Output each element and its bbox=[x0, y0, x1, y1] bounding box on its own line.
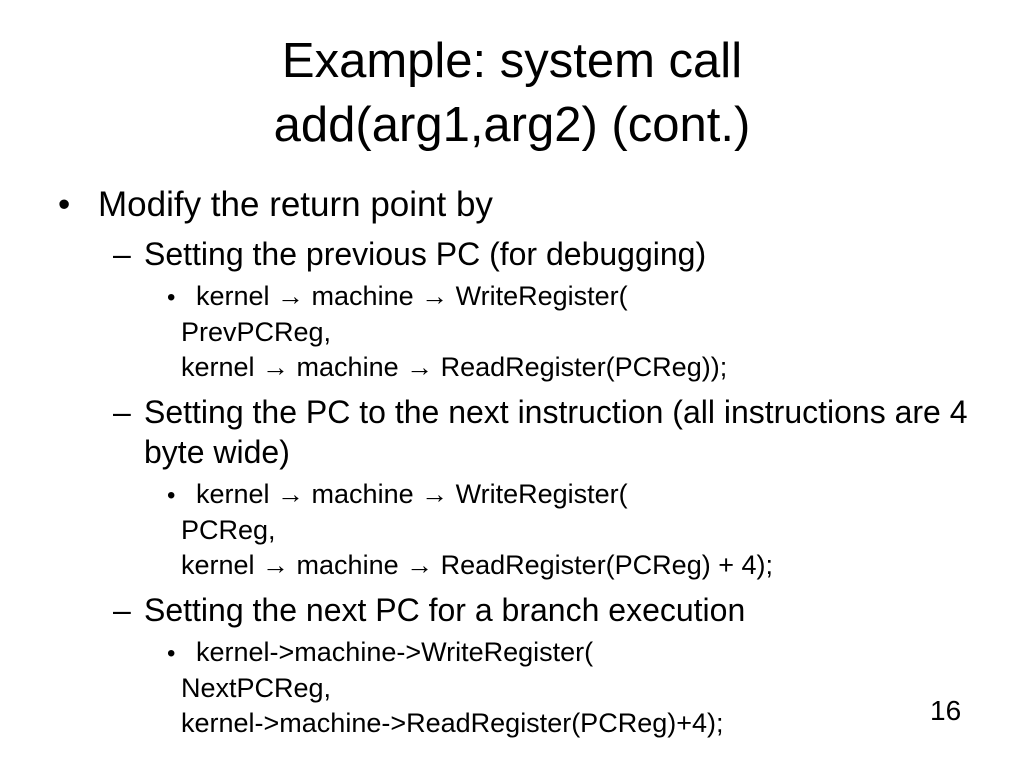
bullet-text: Setting the PC to the next instruction (… bbox=[144, 394, 968, 471]
page-number: 16 bbox=[930, 695, 962, 726]
bullet-text: kernel → machine → ReadRegister(PCReg)); bbox=[181, 352, 728, 383]
bullet-continuation-line: PCReg, bbox=[0, 513, 1024, 548]
dot-bullet-marker: • bbox=[167, 482, 176, 510]
dash-bullet-marker: – bbox=[113, 592, 131, 629]
dot-bullet-marker: • bbox=[167, 284, 176, 312]
bullet-text: Setting the previous PC (for debugging) bbox=[144, 236, 707, 273]
title-line-2: add(arg1,arg2) (cont.) bbox=[273, 97, 751, 152]
slide-body: •Modify the return point by–Setting the … bbox=[0, 183, 1024, 741]
bullet-continuation-line: kernel → machine → ReadRegister(PCReg) +… bbox=[0, 548, 1024, 583]
bullet-continuation-line: PrevPCReg, bbox=[0, 315, 1024, 350]
bullet-continuation-line: kernel->machine->ReadRegister(PCReg)+4); bbox=[0, 706, 1024, 741]
bullet-text: kernel->machine->ReadRegister(PCReg)+4); bbox=[181, 708, 724, 739]
bullet-continuation-line: NextPCReg, bbox=[0, 671, 1024, 706]
bullet-line: • kernel → machine → WriteRegister( bbox=[0, 279, 1024, 315]
dash-bullet-marker: – bbox=[113, 394, 131, 431]
bullet-text: PCReg, bbox=[181, 515, 276, 546]
slide-title: Example: system call add(arg1,arg2) (con… bbox=[0, 0, 1024, 157]
dot-bullet-marker: • bbox=[58, 185, 71, 225]
bullet-text: Modify the return point by bbox=[98, 185, 493, 225]
bullet-continuation-line: kernel → machine → ReadRegister(PCReg)); bbox=[0, 350, 1024, 385]
dash-bullet-marker: – bbox=[113, 236, 131, 273]
bullet-line: –Setting the PC to the next instruction … bbox=[0, 392, 1024, 472]
dot-bullet-marker: • bbox=[167, 640, 176, 668]
title-line-1: Example: system call bbox=[281, 34, 743, 88]
bullet-text: NextPCReg, bbox=[181, 673, 332, 704]
bullet-line: –Setting the next PC for a branch execut… bbox=[0, 590, 1024, 630]
bullet-text: kernel → machine → WriteRegister( bbox=[196, 281, 628, 312]
bullet-line: • kernel->machine->WriteRegister( bbox=[0, 635, 1024, 671]
bullet-line: –Setting the previous PC (for debugging) bbox=[0, 234, 1024, 274]
bullet-line: • Modify the return point by bbox=[0, 183, 1024, 227]
bullet-text: PrevPCReg, bbox=[181, 317, 332, 348]
bullet-text: kernel->machine->WriteRegister( bbox=[196, 637, 594, 668]
bullet-text: kernel → machine → WriteRegister( bbox=[196, 479, 628, 510]
bullet-line: • kernel → machine → WriteRegister( bbox=[0, 477, 1024, 513]
bullet-text: Setting the next PC for a branch executi… bbox=[144, 592, 746, 629]
bullet-text: kernel → machine → ReadRegister(PCReg) +… bbox=[181, 550, 773, 581]
